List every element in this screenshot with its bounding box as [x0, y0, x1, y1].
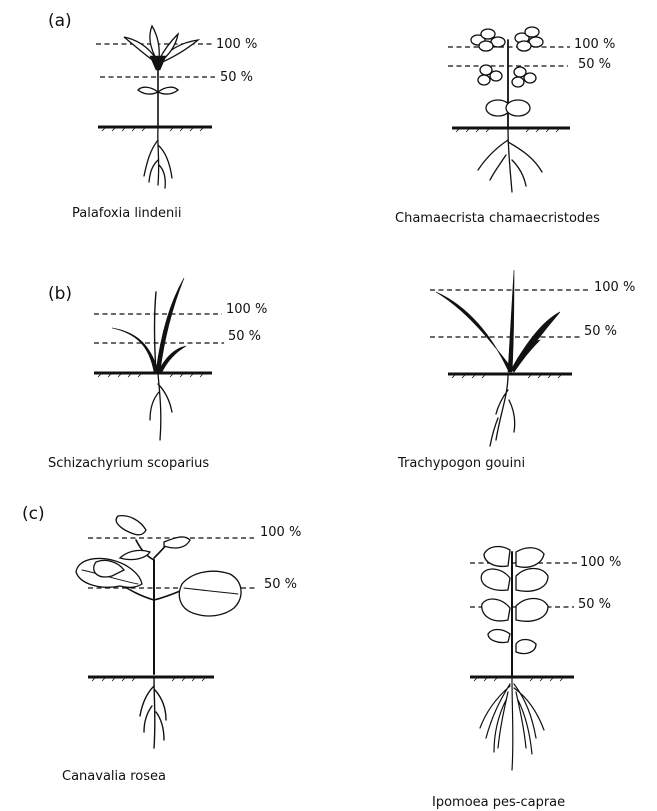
plant-drawing: [76, 516, 241, 674]
panel-label-b: (b): [48, 284, 72, 304]
root-system: [480, 678, 544, 770]
panel-label-c: (c): [22, 504, 45, 524]
panel-label-a: (a): [48, 11, 72, 31]
level-label-50: 50 %: [220, 70, 253, 85]
species-label: Palafoxia lindenii: [72, 206, 182, 221]
level-label-50: 50 %: [264, 577, 297, 592]
level-label-100: 100 %: [574, 37, 615, 52]
species-label: Schizachyrium scoparius: [48, 456, 209, 471]
species-label: Canavalia rosea: [62, 769, 166, 784]
root-system: [150, 374, 172, 440]
level-label-100: 100 %: [594, 280, 635, 295]
species-label: Trachypogon gouini: [397, 456, 525, 471]
plant-canavalia-rosea: 100 % 50 % Canavalia rosea: [62, 516, 301, 784]
plant-schizachyrium-scoparius: 100 % 50 % Schizachyrium scoparius: [48, 278, 267, 471]
level-label-50: 50 %: [578, 597, 611, 612]
plant-ipomoea-pes-caprae: 100 % 50 % Ipomoea pes-caprae: [432, 547, 621, 810]
plant-palafoxia-lindenii: 100 % 50 % Palafoxia lindenii: [72, 26, 257, 221]
level-label-50: 50 %: [228, 329, 261, 344]
plant-drawing: [471, 27, 543, 128]
root-system: [140, 678, 166, 748]
species-label: Ipomoea pes-caprae: [432, 795, 565, 810]
level-label-50: 50 %: [584, 324, 617, 339]
level-label-100: 100 %: [216, 37, 257, 52]
root-system: [490, 375, 515, 446]
root-system: [478, 129, 542, 192]
level-label-50: 50 %: [578, 57, 611, 72]
plant-drawing: [436, 270, 560, 372]
species-label: Chamaecrista chamaecristodes: [395, 211, 600, 226]
plant-trachypogon-gouini: 100 % 50 % Trachypogon gouini: [397, 270, 635, 471]
plant-drawing: [112, 278, 186, 372]
plant-chamaecrista-chamaecristodes: 100 % 50 %: [395, 27, 615, 226]
plant-drawing: [481, 547, 548, 676]
level-label-100: 100 %: [260, 525, 301, 540]
level-label-100: 100 %: [226, 302, 267, 317]
level-label-100: 100 %: [580, 555, 621, 570]
root-system: [144, 128, 172, 188]
